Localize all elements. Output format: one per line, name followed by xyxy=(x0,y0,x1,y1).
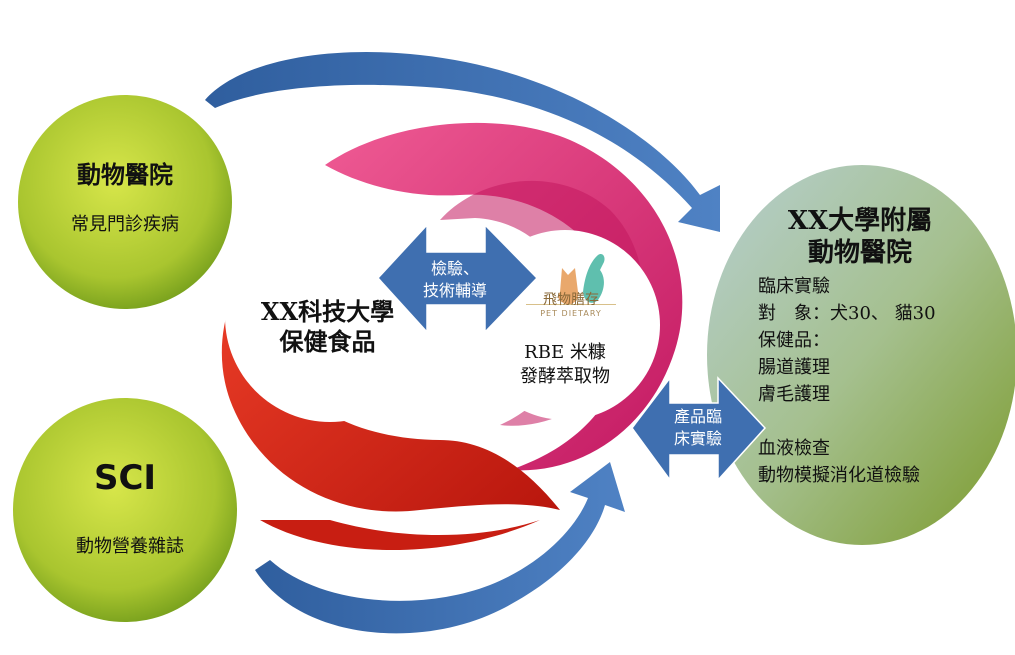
affiliated-line-1: 對 象：犬30、 貓30 xyxy=(758,303,936,324)
sci-circle xyxy=(13,398,237,622)
product-line2: 發酵萃取物 xyxy=(520,366,610,387)
red-swirl-ring xyxy=(221,225,560,550)
affiliated-title-line1: XX大學附屬 xyxy=(787,206,933,236)
university-circle xyxy=(225,212,435,422)
inspection-label-line2: 技術輔導 xyxy=(422,281,487,300)
hospital-subtitle: 常見門診疾病 xyxy=(71,214,179,235)
product-line1: RBE 米糠 xyxy=(524,342,606,363)
affiliated-oval xyxy=(707,165,1015,545)
affiliated-title-line2: 動物醫院 xyxy=(807,238,912,268)
inspection-label-line1: 檢驗、 xyxy=(430,259,479,278)
affiliated-line-3: 腸道護理 xyxy=(758,357,830,378)
affiliated-line-0: 臨床實驗 xyxy=(758,276,830,297)
affiliated-line-7: 動物模擬消化道檢驗 xyxy=(758,465,920,486)
hospital-title: 動物醫院 xyxy=(77,160,173,189)
logo-subtext: PET DIETARY xyxy=(540,309,602,318)
university-title-line2: 保健食品 xyxy=(279,327,376,356)
sci-title: SCI xyxy=(93,458,157,498)
affiliated-line-2: 保健品： xyxy=(758,330,830,351)
cat-dog-logo-icon xyxy=(526,253,616,305)
affiliated-line-4: 膚毛護理 xyxy=(758,384,830,405)
clinical-double-arrow xyxy=(631,375,767,483)
top-curved-arrow xyxy=(205,52,720,232)
inspection-double-arrow xyxy=(376,223,539,334)
clinical-label-line1: 產品臨 xyxy=(673,407,722,426)
hospital-circle xyxy=(18,95,232,309)
bottom-curved-arrow xyxy=(255,462,625,634)
university-title-line1: XX科技大學 xyxy=(260,297,395,326)
sci-subtitle: 動物營養雜誌 xyxy=(76,536,184,557)
logo-text: 飛物膳存 xyxy=(543,292,599,308)
affiliated-line-6: 血液檢查 xyxy=(758,438,830,459)
clinical-label-line2: 床實驗 xyxy=(673,429,722,448)
